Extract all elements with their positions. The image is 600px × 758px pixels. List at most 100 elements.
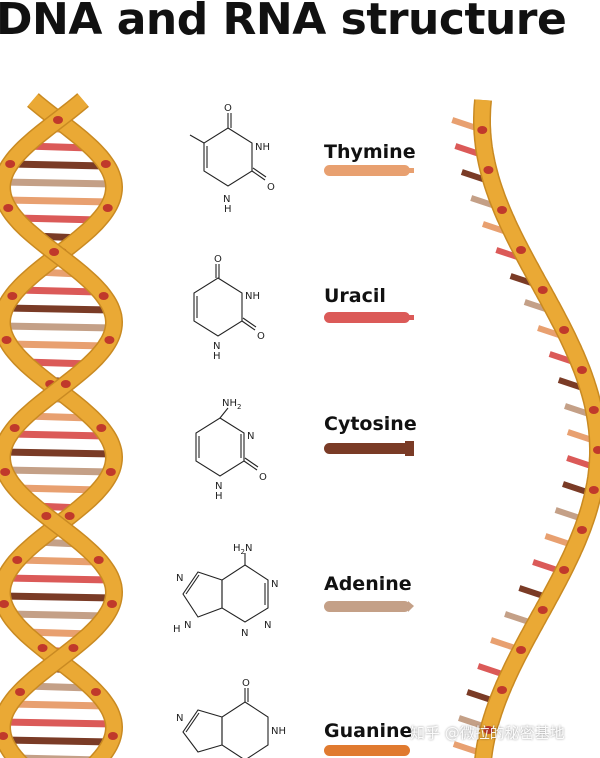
rna-backbone-dot xyxy=(516,646,527,654)
base-swatch-thymine xyxy=(324,165,410,176)
base-thymine: Thymine xyxy=(324,141,416,176)
atom-o: O xyxy=(242,678,250,689)
dna-base-pair xyxy=(6,160,110,170)
dna-base-pair xyxy=(13,286,103,296)
dna-backbone-dot xyxy=(41,512,52,520)
rna-backbone-dot xyxy=(593,446,600,454)
rna-backbone-dot xyxy=(516,246,527,254)
dna-backbone-dot xyxy=(49,248,60,256)
atom-o: O xyxy=(267,182,275,193)
dna-base-pair xyxy=(0,448,118,458)
dna-backbone-dot xyxy=(107,600,118,608)
dna-base-pair xyxy=(13,556,103,566)
base-adenine: Adenine xyxy=(324,573,414,612)
base-guanine: Guanine xyxy=(324,720,412,756)
dna-base-pair xyxy=(1,574,115,584)
base-swatch-uracil xyxy=(324,312,410,323)
atom-n: N xyxy=(176,713,183,724)
dna-backbone-dot xyxy=(1,336,12,344)
dna-double-helix xyxy=(0,93,124,758)
base-cytosine: Cytosine xyxy=(324,413,417,456)
uracil-structure xyxy=(193,264,257,337)
dna-backbone-dot xyxy=(0,600,9,608)
rna-backbone-dot xyxy=(483,726,494,734)
thymine-structure xyxy=(189,113,267,187)
rna-backbone-dot xyxy=(477,126,488,134)
atom-n: N xyxy=(213,341,220,352)
base-uracil: Uracil xyxy=(324,285,414,323)
atom-h: H xyxy=(215,491,223,502)
base-swatch-tip xyxy=(408,168,414,173)
dna-backbone-dot xyxy=(98,292,109,300)
dna-backbone-dot xyxy=(37,644,48,652)
thymine-atoms: O NH O N H xyxy=(223,103,275,215)
atom-h: H xyxy=(213,351,221,362)
dna-backbone-dot xyxy=(9,424,20,432)
dna-base-pair xyxy=(0,592,118,602)
base-swatch-cytosine xyxy=(324,443,410,454)
page-title: DNA and RNA structure xyxy=(0,0,567,45)
atom-o: O xyxy=(257,331,265,342)
dna-backbone-dot xyxy=(104,336,115,344)
rna-backbone-dot xyxy=(497,686,508,694)
watermark: 知乎 @微拉的秘密基地 xyxy=(410,724,565,742)
base-label-uracil: Uracil xyxy=(324,285,386,307)
dna-backbone-dot xyxy=(107,732,118,740)
dna-backbone-dot xyxy=(96,424,107,432)
dna-base-pair xyxy=(0,178,118,188)
atom-n: N xyxy=(184,620,191,631)
dna-base-pair xyxy=(0,196,116,206)
atom-nh: NH xyxy=(271,726,286,737)
dna-backbone-dot xyxy=(15,688,26,696)
dna-backbone-dot xyxy=(60,380,71,388)
rna-backbone-dot xyxy=(537,606,548,614)
atom-n: N xyxy=(247,431,254,442)
dna-backbone-dot xyxy=(64,512,75,520)
base-label-adenine: Adenine xyxy=(324,573,412,595)
dna-base-pair xyxy=(12,214,104,224)
base-label-cytosine: Cytosine xyxy=(324,413,417,435)
dna-backbone-dot xyxy=(3,204,14,212)
rna-backbone xyxy=(474,99,600,758)
base-swatch-tip xyxy=(405,441,414,456)
atom-o: O xyxy=(214,254,222,265)
dna-backbone-dot xyxy=(0,468,11,476)
base-swatch-guanine xyxy=(324,745,410,756)
atom-n: N xyxy=(271,579,278,590)
atom-o: O xyxy=(259,472,267,483)
dna-base-pair xyxy=(0,736,116,746)
adenine-structure xyxy=(182,553,269,623)
dna-base-pair xyxy=(6,430,110,440)
base-label-guanine: Guanine xyxy=(324,720,412,742)
base-swatch-tip xyxy=(408,315,414,320)
atom-n: N xyxy=(241,628,248,639)
dna-backbone-dot xyxy=(102,204,113,212)
rna-backbone-dot xyxy=(483,166,494,174)
adenine-atoms: H2N N N N N N H xyxy=(173,543,278,639)
dna-base-pair xyxy=(0,322,118,332)
dna-base-pair xyxy=(0,718,118,728)
rna-backbone-dot xyxy=(576,526,587,534)
cytosine-atoms: NH2 N O N H xyxy=(215,398,267,502)
dna-backbone-dot xyxy=(93,556,104,564)
rna-backbone-dot xyxy=(559,326,570,334)
dna-backbone-dot xyxy=(90,688,101,696)
atom-n: N xyxy=(176,573,183,584)
rna-backbone-dot xyxy=(559,566,570,574)
base-swatch-adenine xyxy=(324,601,410,612)
base-swatch-tip xyxy=(408,601,414,612)
atom-nh2: NH2 xyxy=(222,398,241,411)
base-label-thymine: Thymine xyxy=(324,141,416,163)
dna-base-pair xyxy=(5,340,111,350)
dna-backbone-dot xyxy=(68,644,79,652)
dna-base-pair xyxy=(6,700,110,710)
dna-backbone-dot xyxy=(53,116,63,124)
dna-base-pair xyxy=(0,466,116,476)
dna-base-pair xyxy=(12,484,104,494)
guanine-atoms: O NH N xyxy=(176,678,286,737)
rna-backbone-dot xyxy=(588,486,599,494)
rna-backbone-dot xyxy=(497,206,508,214)
dna-backbone-dot xyxy=(0,732,9,740)
dna-backbone-dot xyxy=(105,468,116,476)
